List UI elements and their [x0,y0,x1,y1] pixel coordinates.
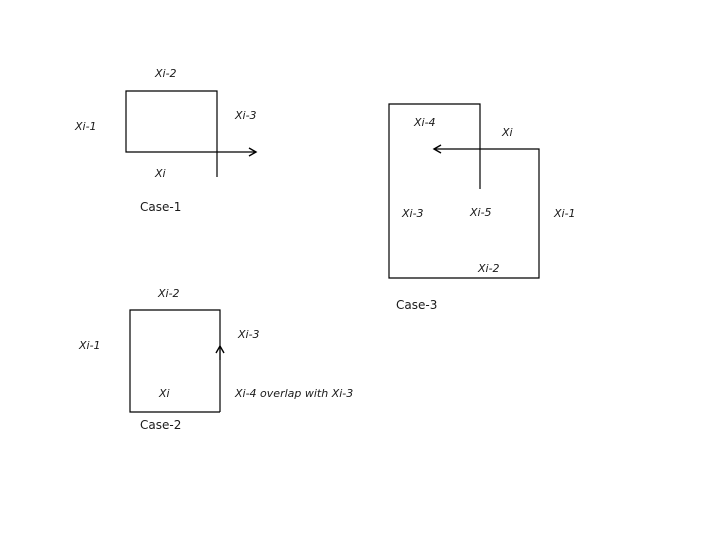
case2-label-note: Xi-4 overlap with Xi-3 [235,387,354,400]
case1-label-top: Xi-2 [155,67,177,80]
case1-label-right: Xi-3 [235,109,257,122]
case3-label-xi1: Xi-1 [554,207,576,220]
case2-figure [129,309,225,413]
case3-path [388,103,540,279]
case3-figure [388,103,540,279]
case2-label-left: Xi-1 [79,339,101,352]
case3-label-xi2: Xi-2 [478,262,500,275]
case2-label-inside: Xi [159,387,170,400]
case1-label-bottom: Xi [155,167,166,180]
case3-label-xi: Xi [502,126,513,139]
case3-label-xi3: Xi-3 [402,207,424,220]
case1-path [125,90,258,177]
case1-caption: Case-1 [140,200,182,214]
case3-caption: Case-3 [396,298,438,312]
case1-label-left: Xi-1 [75,120,97,133]
case1-figure [125,90,258,177]
case2-path [129,309,221,413]
case2-label-top: Xi-2 [158,287,180,300]
case2-label-right: Xi-3 [238,328,260,341]
case3-label-xi5: Xi-5 [470,206,492,219]
case3-label-xi4: Xi-4 [414,116,436,129]
case2-caption: Case-2 [140,418,182,432]
